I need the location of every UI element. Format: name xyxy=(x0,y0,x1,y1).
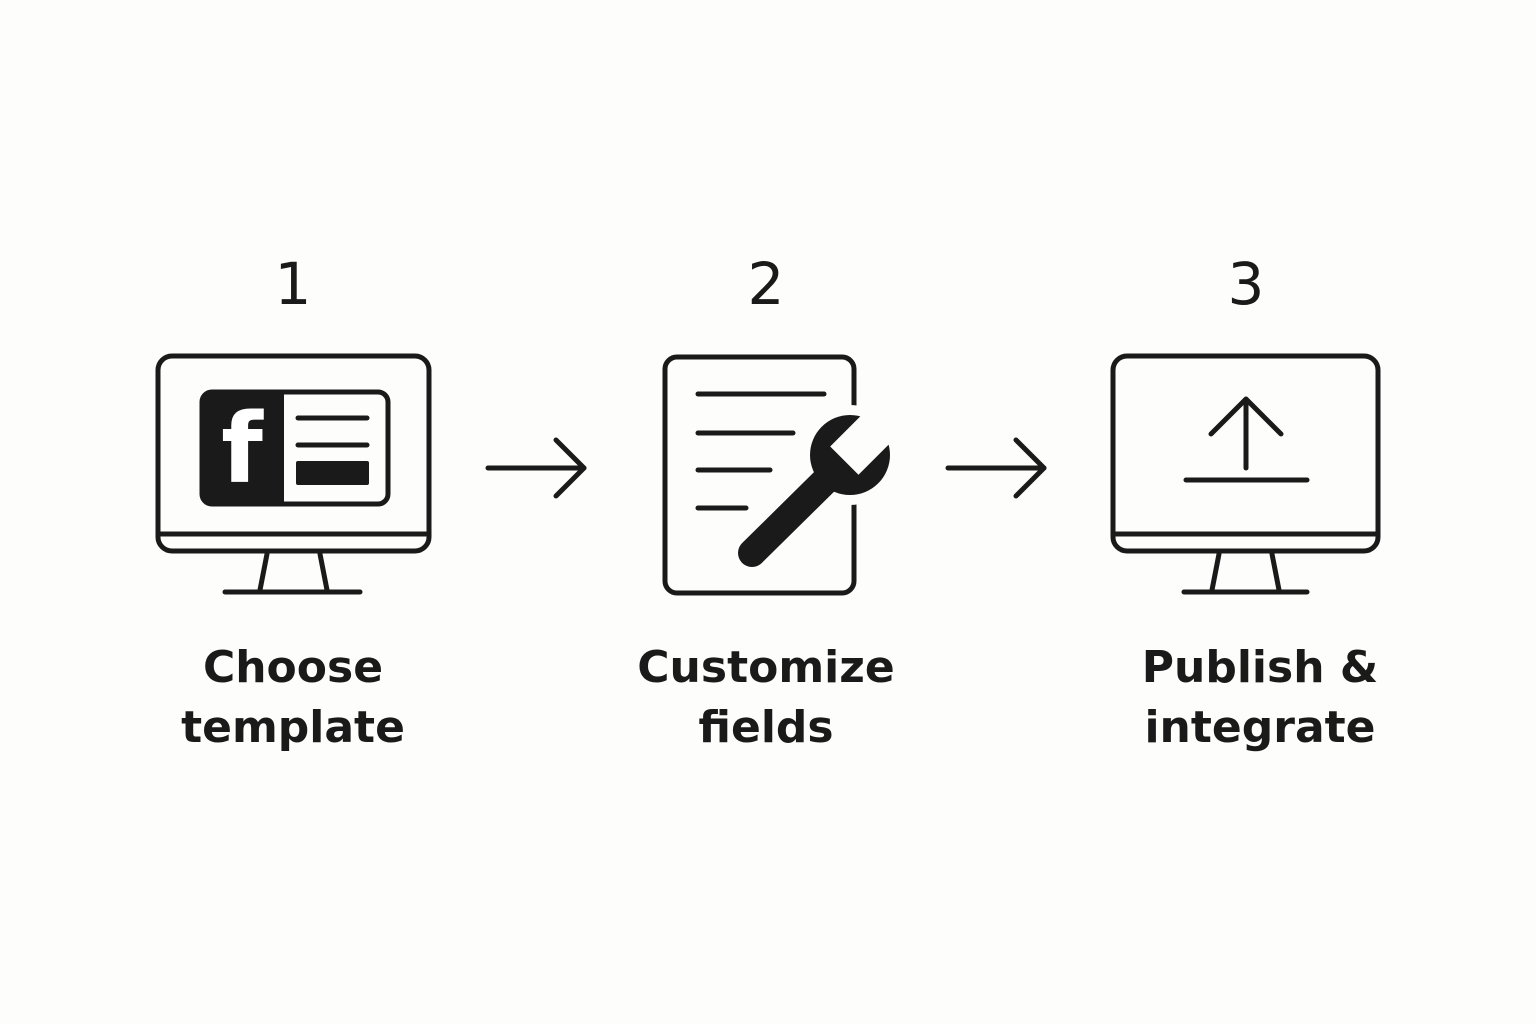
step-2-label-line-1: Customize xyxy=(637,642,895,693)
step-2-label: Customize fields xyxy=(586,638,946,758)
arrow-right-icon xyxy=(945,437,1047,499)
step-1-label: Choose template xyxy=(113,638,473,758)
arrow-right-icon xyxy=(485,437,587,499)
step-2-label-line-2: fields xyxy=(698,702,834,753)
facebook-logo: f xyxy=(221,393,264,505)
step-2-number: 2 xyxy=(747,250,785,318)
step-3-label-line-1: Publish & xyxy=(1141,642,1379,693)
step-3-label-line-2: integrate xyxy=(1144,702,1376,753)
step-3-number: 3 xyxy=(1227,250,1265,318)
upload-icon xyxy=(1183,396,1310,483)
wrench-icon xyxy=(732,401,904,573)
step-1-label-line-1: Choose xyxy=(202,642,384,693)
monitor-facebook-template-icon: f xyxy=(155,353,432,595)
document-wrench-icon xyxy=(662,354,904,596)
step-1-number: 1 xyxy=(274,250,312,318)
step-3-label: Publish & integrate xyxy=(1080,638,1440,758)
monitor-upload-icon xyxy=(1110,353,1381,595)
step-1-label-line-2: template xyxy=(181,702,405,753)
